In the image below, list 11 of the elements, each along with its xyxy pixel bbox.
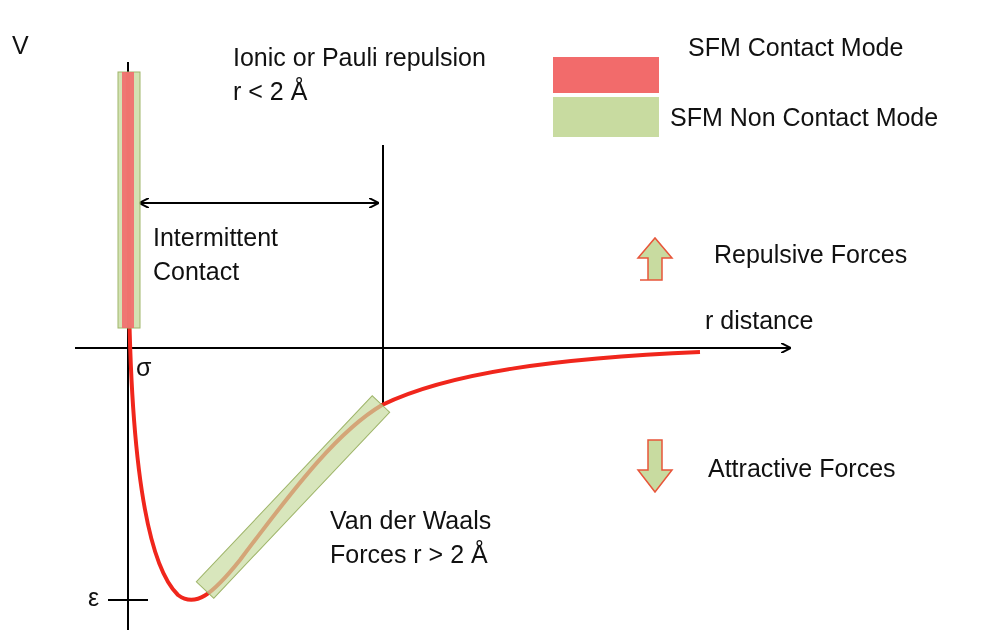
- annotation-text: Attractive Forces: [708, 453, 897, 484]
- axis-label: r distance: [705, 305, 815, 336]
- annotation-text: Ionic or Pauli repulsion r < 2 Å: [233, 42, 487, 107]
- annotation-text: Intermittent Contact: [153, 222, 280, 287]
- annotation-text: Van der Waals Forces r > 2 Å: [330, 505, 493, 570]
- symbol-label: ε: [88, 582, 101, 613]
- legend-text: SFM Non Contact Mode: [670, 102, 939, 133]
- axis-label: V: [12, 30, 30, 61]
- symbol-label: σ: [136, 352, 153, 383]
- annotation-text: Repulsive Forces: [714, 239, 909, 270]
- legend-text: SFM Contact Mode: [688, 32, 904, 63]
